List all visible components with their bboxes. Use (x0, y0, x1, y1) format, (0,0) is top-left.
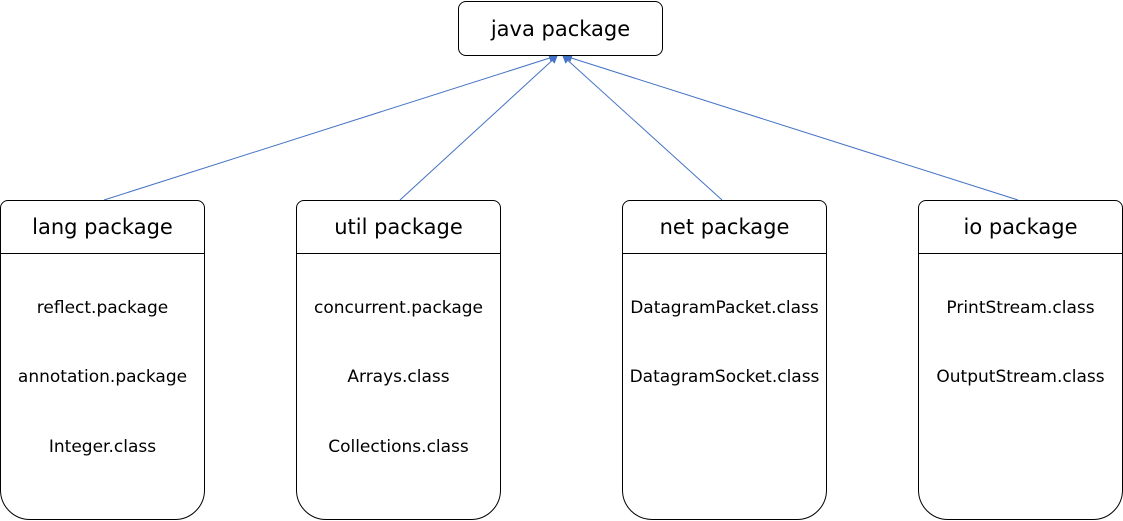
root-node-label: java package (490, 16, 631, 41)
package-node-lang: lang package reflect.package annotation.… (0, 200, 205, 520)
package-header-util: util package (297, 201, 500, 254)
package-item: DatagramPacket.class (630, 298, 819, 318)
connector-net-to-java (562, 55, 723, 201)
package-item: Collections.class (328, 437, 469, 457)
package-item: OutputStream.class (936, 367, 1105, 387)
package-header-io: io package (919, 201, 1122, 254)
root-node-java-package: java package (458, 1, 663, 56)
package-label-net: net package (659, 215, 790, 239)
package-label-io: io package (963, 215, 1078, 239)
package-node-net: net package DatagramPacket.class Datagra… (622, 200, 827, 520)
connector-io-to-java (564, 54, 1019, 201)
package-item: annotation.package (17, 367, 188, 387)
package-item: DatagramSocket.class (629, 367, 820, 387)
package-item: reflect.package (36, 298, 169, 318)
connector-lang-to-java (103, 54, 557, 201)
package-label-lang: lang package (32, 215, 173, 239)
package-header-net: net package (623, 201, 826, 254)
package-item: Arrays.class (347, 367, 450, 387)
package-node-io: io package PrintStream.class OutputStrea… (918, 200, 1123, 520)
package-label-util: util package (334, 215, 463, 239)
package-item: PrintStream.class (946, 298, 1095, 318)
connector-util-to-java (399, 55, 558, 201)
package-header-lang: lang package (1, 201, 204, 254)
package-item: concurrent.package (313, 298, 484, 318)
package-item: Integer.class (48, 437, 157, 457)
package-node-util: util package concurrent.package Arrays.c… (296, 200, 501, 520)
